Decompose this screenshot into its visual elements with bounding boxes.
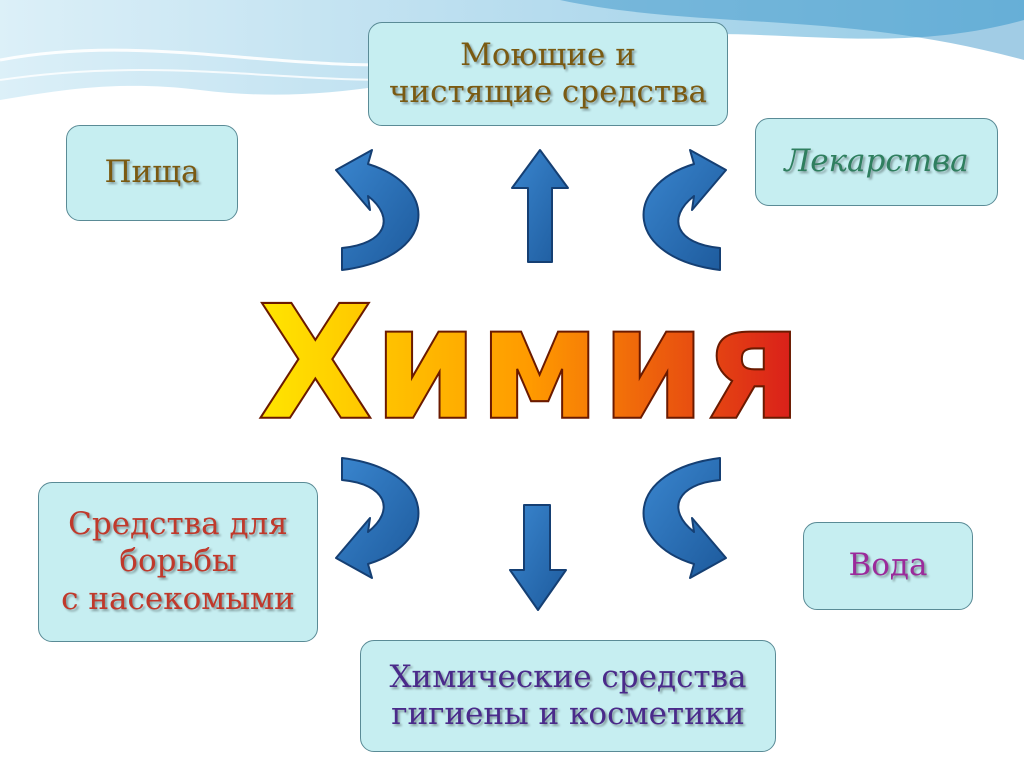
- node-medicine-label: Лекарства: [784, 143, 969, 180]
- arrow-curve-up-right-icon: [642, 149, 727, 271]
- node-insecticides-label: Средства для борьбы с насекомыми: [61, 506, 295, 617]
- node-hygiene: Химические средства гигиены и косметики: [360, 640, 776, 752]
- page-title: Химия: [258, 272, 803, 455]
- arrow-curve-up-left-icon: [335, 149, 420, 271]
- node-insecticides: Средства для борьбы с насекомыми: [38, 482, 318, 642]
- node-medicine: Лекарства: [755, 118, 998, 206]
- node-food-label: Пища: [104, 154, 200, 191]
- node-hygiene-label: Химические средства гигиены и косметики: [389, 658, 747, 732]
- arrow-curve-down-left-icon: [335, 457, 420, 579]
- node-food: Пища: [66, 125, 238, 221]
- node-detergents: Моющие и чистящие средства: [368, 22, 728, 126]
- arrow-down-icon: [509, 504, 567, 611]
- node-detergents-label: Моющие и чистящие средства: [389, 36, 707, 110]
- node-water: Вода: [803, 522, 973, 610]
- arrow-curve-down-right-icon: [642, 457, 727, 579]
- arrow-up-icon: [511, 149, 569, 263]
- node-water-label: Вода: [848, 547, 928, 584]
